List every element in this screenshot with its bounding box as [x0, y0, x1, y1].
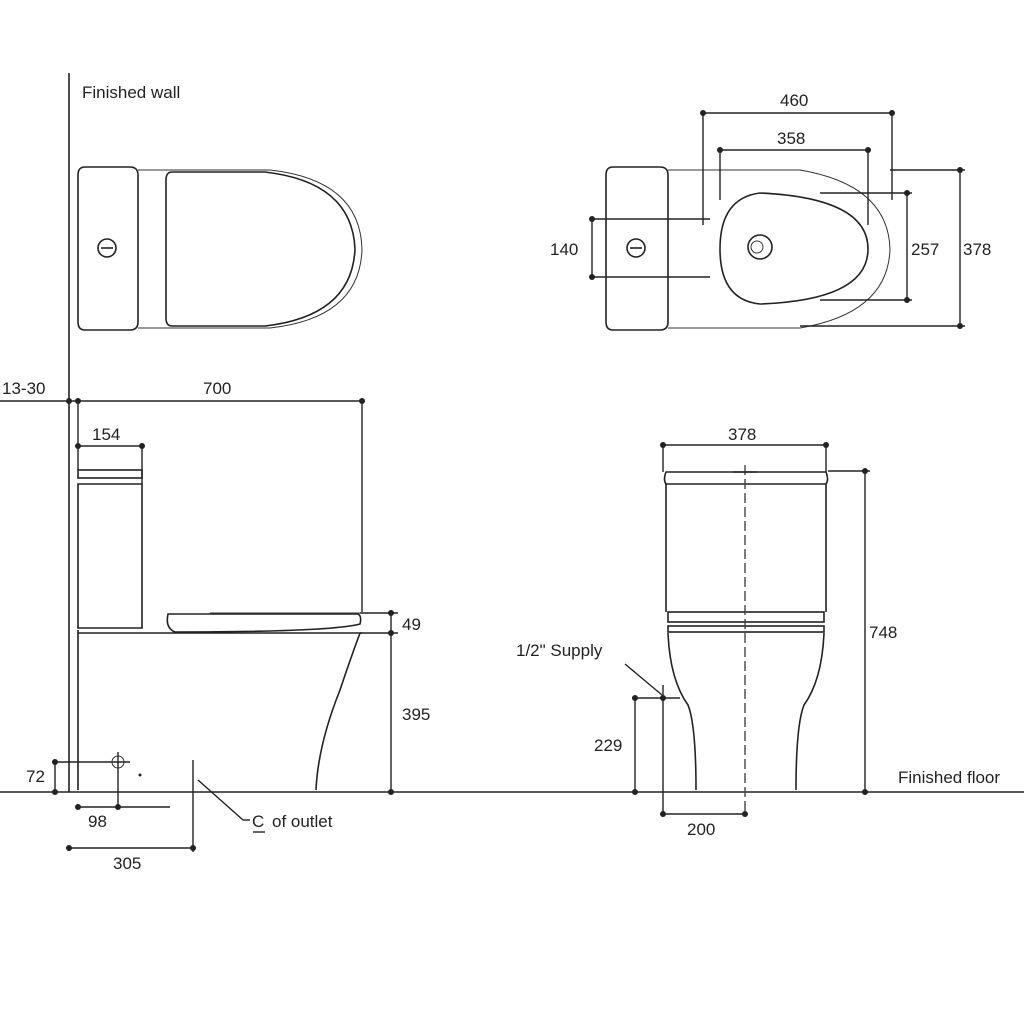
dimension-terminators — [52, 110, 963, 851]
flush-button-icon — [626, 238, 646, 258]
dim-supply-offset-front: 200 — [687, 820, 715, 839]
dim-supply-offset-side: 98 — [88, 812, 107, 831]
dim-overall-height: 748 — [869, 623, 897, 642]
finished-wall-label: Finished wall — [82, 83, 180, 102]
flush-button-icon — [97, 238, 117, 258]
outlet-centerline-symbol: C — [252, 812, 264, 831]
dim-wall-gap: 13-30 — [2, 379, 45, 398]
front-view — [663, 465, 829, 815]
dim-outlet-rough-in: 305 — [113, 854, 141, 873]
dim-seat-height: 395 — [402, 705, 430, 724]
finished-floor-label: Finished floor — [898, 768, 1000, 787]
supply-label: 1/2" Supply — [516, 641, 603, 660]
dim-seat-thickness: 49 — [402, 615, 421, 634]
dim-overall-length: 700 — [203, 379, 231, 398]
side-view — [77, 469, 362, 791]
dim-tank-depth: 154 — [92, 425, 120, 444]
dim-outlet-height: 72 — [26, 767, 45, 786]
dim-rim-width: 257 — [911, 240, 939, 259]
top-view-bowl — [605, 166, 891, 331]
dim-rim-length: 358 — [777, 129, 805, 148]
outlet-label: of outlet — [272, 812, 333, 831]
dim-overall-width-front: 378 — [728, 425, 756, 444]
dim-overall-width-top: 378 — [963, 240, 991, 259]
top-view-plan — [77, 166, 363, 331]
dim-fixing-spacing: 140 — [550, 240, 578, 259]
dim-supply-height: 229 — [594, 736, 622, 755]
dim-bowl-length: 460 — [780, 91, 808, 110]
